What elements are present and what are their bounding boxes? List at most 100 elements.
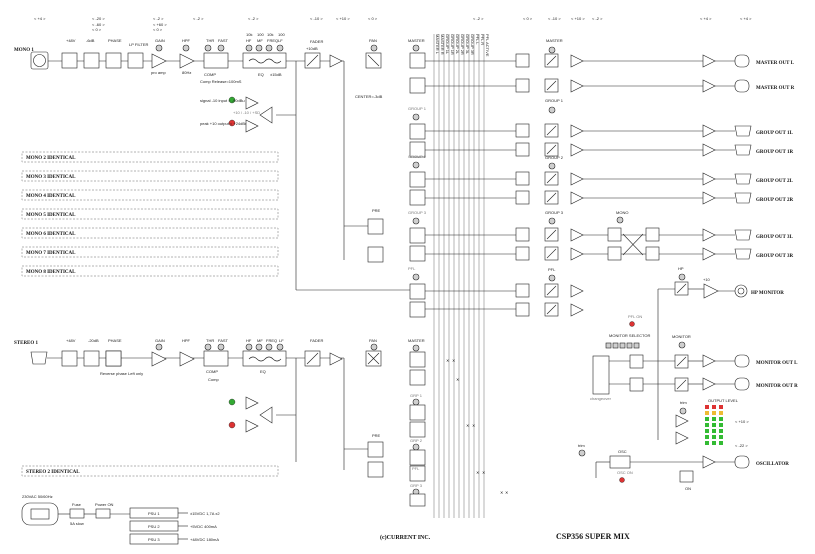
svg-text:PFL: PFL — [408, 266, 416, 271]
svg-text:GROUP 1: GROUP 1 — [408, 106, 427, 111]
svg-text:EQ: EQ — [258, 72, 264, 77]
output-label: GROUP OUT 3R — [756, 254, 794, 259]
svg-text:MF: MF — [257, 38, 263, 43]
mono-identical-box — [21, 265, 279, 277]
svg-text:GAIN: GAIN — [155, 338, 165, 343]
svg-text:✕: ✕ — [500, 490, 503, 495]
master-section: MASTER GROUP 1 GROUP 2 GROUP 3 PFL — [515, 38, 749, 491]
svg-text:MASTER L: MASTER L — [435, 34, 440, 55]
svg-text:GRP 2: GRP 2 — [410, 438, 423, 443]
svg-text:GRP 1: GRP 1 — [410, 393, 423, 398]
svg-text:Fuse: Fuse — [72, 502, 82, 507]
master-switch — [409, 52, 426, 69]
svg-text:THR: THR — [206, 338, 214, 343]
level-tag: < -10 > — [548, 16, 561, 21]
signal-led-icon — [228, 398, 236, 406]
stereo1-channel: STEREO 1 +48V -20dB PHASE Reverse phase … — [14, 338, 508, 507]
level-tag: < -2 > — [592, 16, 603, 21]
svg-text:10k: 10k — [246, 32, 252, 37]
output-label: GROUP OUT 2L — [756, 179, 794, 184]
fuse-block — [69, 508, 85, 519]
svg-text:signal -10 input = -90dBu: signal -10 input = -90dBu — [200, 98, 245, 103]
svg-text:PSU 1: PSU 1 — [148, 511, 160, 516]
svg-text:OSC ON: OSC ON — [617, 470, 633, 475]
oscillator-block — [609, 455, 631, 469]
gain-knob — [155, 44, 163, 52]
peak-led-icon — [228, 421, 236, 429]
osc-on-led-icon — [619, 477, 625, 483]
svg-text:HPF: HPF — [182, 38, 191, 43]
output-label: GROUP OUT 2R — [756, 198, 794, 203]
svg-text:changeover: changeover — [590, 396, 612, 401]
iec-inlet-icon — [21, 502, 59, 526]
mono-identical-box — [21, 208, 279, 220]
svg-text:MONO 7 IDENTICAL: MONO 7 IDENTICAL — [26, 251, 76, 256]
signal-led-icon — [228, 96, 236, 104]
svg-text:GAIN: GAIN — [155, 38, 165, 43]
svg-text:GROUP 1L: GROUP 1L — [445, 34, 450, 55]
svg-text:THR: THR — [206, 38, 214, 43]
monitor-selector-buttons — [605, 342, 640, 349]
svg-text:+48VDC 180mA: +48VDC 180mA — [190, 537, 219, 542]
output-label: GROUP OUT 1R — [756, 150, 794, 155]
mono-identical-list: MONO 2 IDENTICAL MONO 3 IDENTICAL MONO 4… — [21, 151, 279, 277]
jack-out-icon — [734, 248, 752, 260]
phantom-block — [61, 52, 78, 69]
svg-text:PFL: PFL — [412, 466, 420, 471]
svg-text:+48V: +48V — [66, 338, 76, 343]
svg-text:100: 100 — [257, 32, 264, 37]
svg-text:MONO 4 IDENTICAL: MONO 4 IDENTICAL — [26, 194, 76, 199]
svg-text:pro amp: pro amp — [151, 70, 166, 75]
xlr-out-icon — [734, 54, 750, 68]
svg-text:230VAC 50/60Hz: 230VAC 50/60Hz — [22, 494, 53, 499]
svg-text:CENTER=-3dB: CENTER=-3dB — [355, 94, 383, 99]
svg-text:✕: ✕ — [452, 358, 455, 363]
svg-text:FREQ: FREQ — [267, 38, 278, 43]
svg-text:-20dB: -20dB — [88, 338, 99, 343]
xlr-out-icon — [734, 79, 750, 93]
level-tag: < +10 > — [571, 16, 585, 21]
svg-text:EQ: EQ — [260, 369, 266, 374]
changeover-block — [592, 355, 610, 395]
svg-text:FAST: FAST — [218, 338, 229, 343]
headphone-jack-icon — [734, 284, 748, 298]
power-switch — [95, 508, 111, 519]
svg-text:< -22 >: < -22 > — [735, 443, 748, 448]
jack-input-icon — [30, 351, 48, 365]
svg-text:PAN: PAN — [369, 338, 377, 343]
level-tag: < +4 > — [700, 16, 712, 21]
output-label: OSCILLATOR — [756, 462, 789, 467]
xlr-out-icon — [734, 377, 750, 391]
svg-text:GROUP 2: GROUP 2 — [408, 154, 427, 159]
svg-text:OUTPUT LEVEL: OUTPUT LEVEL — [708, 398, 739, 403]
svg-text:+10dB: +10dB — [306, 46, 318, 51]
svg-text:GROUP 1R: GROUP 1R — [450, 34, 455, 55]
mono-identical-box — [21, 246, 279, 258]
level-tag: < 0 > — [92, 27, 102, 32]
svg-text:±15VDC 1,7A x2: ±15VDC 1,7A x2 — [190, 511, 220, 516]
svg-text:80Hz: 80Hz — [182, 70, 191, 75]
svg-text:COMP: COMP — [206, 369, 218, 374]
svg-text:MASTER: MASTER — [408, 38, 425, 43]
svg-text:GROUP 1: GROUP 1 — [545, 98, 564, 103]
svg-text:GROUP 3R: GROUP 3R — [470, 34, 475, 55]
mono-identical-box — [21, 189, 279, 201]
svg-text:peak +10 output = +24dBu: peak +10 output = +24dBu — [200, 121, 247, 126]
level-tag: < -60 > — [92, 22, 105, 27]
svg-text:COMP: COMP — [204, 72, 216, 77]
svg-text:✕: ✕ — [456, 377, 459, 382]
svg-text:PRE: PRE — [372, 208, 381, 213]
svg-text:MONO: MONO — [616, 210, 628, 215]
level-tag: < 0 > — [153, 27, 163, 32]
svg-text:MASTER R: MASTER R — [440, 34, 445, 55]
mono-identical-box — [21, 170, 279, 182]
level-tag: < -2 > — [473, 16, 484, 21]
svg-text:✕: ✕ — [505, 490, 508, 495]
compressor-block — [203, 52, 229, 69]
outputs: MASTER OUT L MASTER OUT R GROUP OUT 1L G… — [702, 54, 798, 469]
mono-identical-box — [21, 227, 279, 239]
svg-text:MONITOR SELECTOR: MONITOR SELECTOR — [609, 333, 651, 338]
level-tag: < +60 > — [153, 22, 167, 27]
eq-knobs: 10k HF 100 MF 10k FREQ 100 LF — [245, 32, 285, 52]
